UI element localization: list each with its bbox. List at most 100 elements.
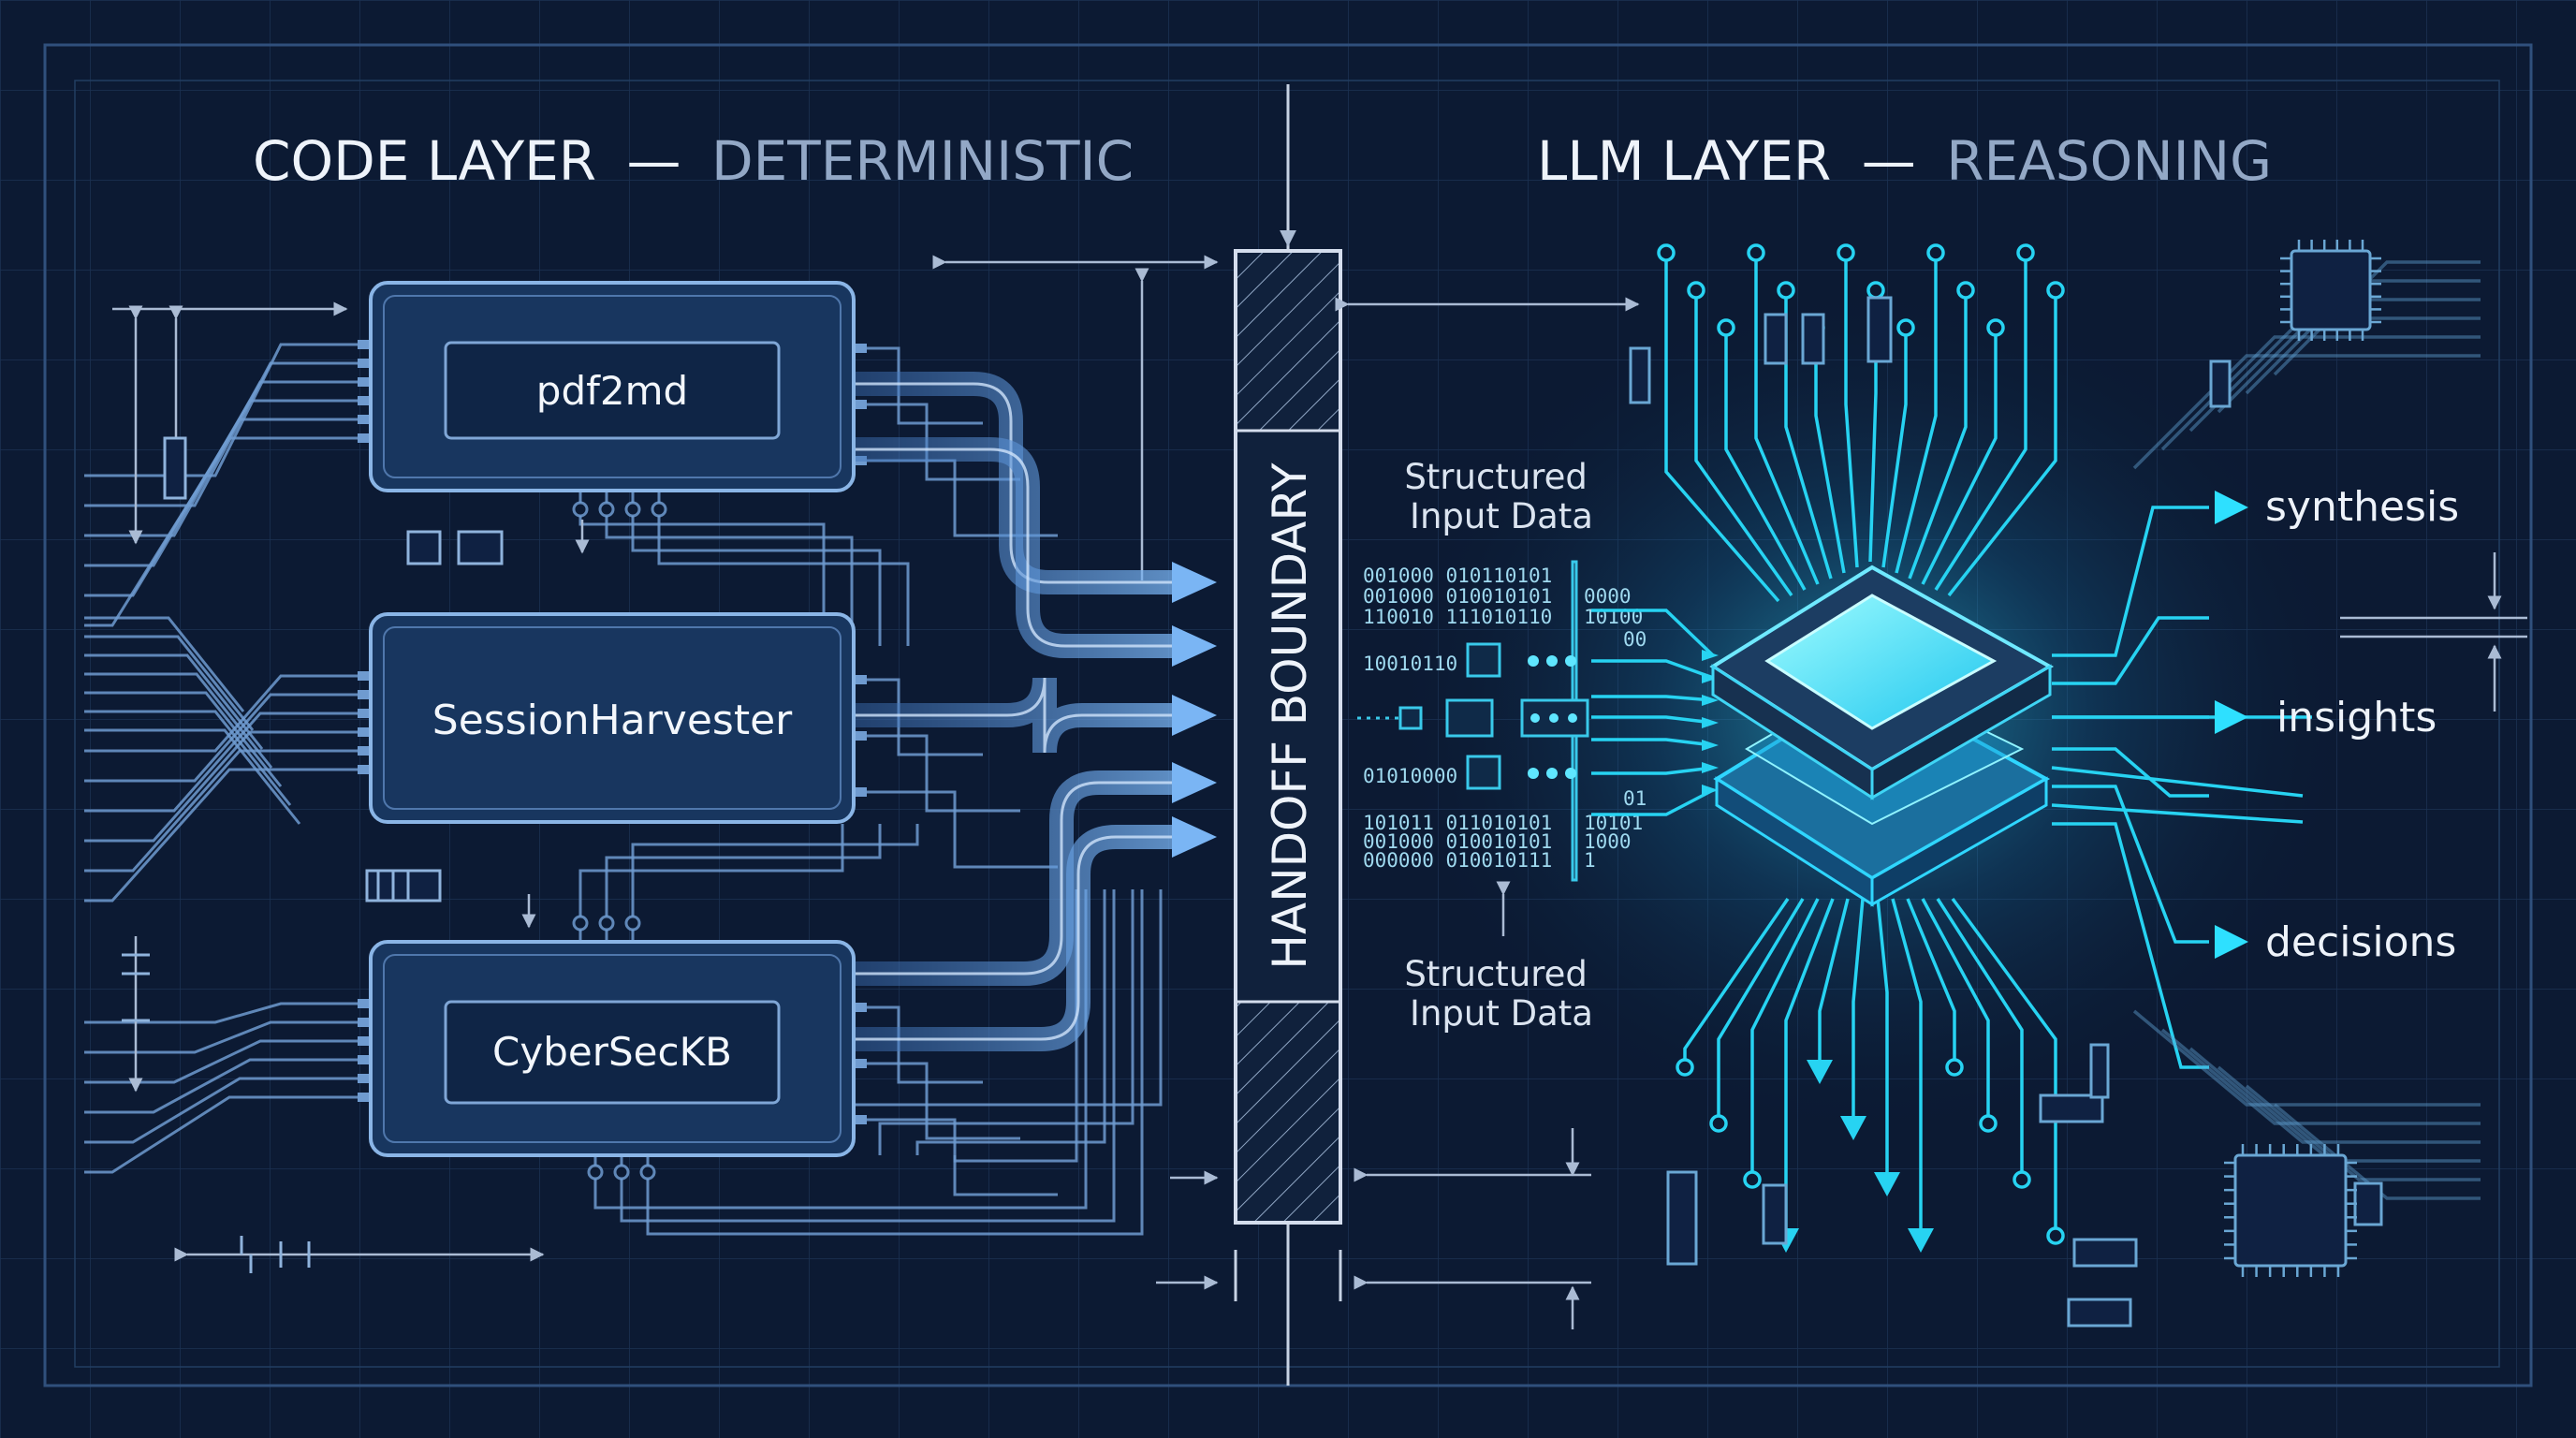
llm-output-trace (2052, 747, 2209, 798)
binary-side-line: 1 (1584, 849, 1596, 872)
input-label-bottom-line1: Structured (1404, 954, 1588, 994)
llm-output-trace (2052, 616, 2209, 685)
trace-line (84, 728, 301, 825)
llm-output-trace (2052, 506, 2209, 657)
handoff-arrow-head (1172, 762, 1217, 803)
trace-terminal (2046, 281, 2065, 300)
trace-terminal (1687, 281, 1705, 300)
input-label-bottom-line2: Input Data (1410, 993, 1593, 1034)
pin (358, 727, 369, 737)
via (598, 501, 615, 518)
via (598, 915, 615, 932)
decisions-arrow-icon (2215, 925, 2248, 959)
pin (856, 400, 867, 409)
pin (358, 359, 369, 368)
llm-input-trace (1591, 659, 1714, 680)
right-components (1629, 249, 2383, 1328)
module-label: CyberSecKB (492, 1029, 732, 1075)
llm-trace (1936, 898, 2024, 1180)
trace-line (620, 889, 1116, 1223)
pin (358, 1036, 369, 1046)
trace-line (578, 824, 844, 942)
llm-output-trace (2052, 785, 2209, 944)
handoff-boundary: HANDOFF BOUNDARY (1234, 84, 1342, 1386)
trace-arrow (1807, 1060, 1833, 1084)
binary-line: 001000 010010101 (1363, 585, 1552, 608)
trace-terminal (1709, 1114, 1728, 1133)
pin (856, 675, 867, 684)
llm-layer-title: LLM LAYER (1537, 129, 1831, 193)
trace-terminal (1945, 1058, 1964, 1077)
llm-trace (1947, 290, 2057, 597)
via (572, 915, 589, 932)
trace-line (84, 712, 371, 813)
trace-terminal (1956, 281, 1975, 300)
handoff-arrow-head (1172, 562, 1217, 603)
trace-line (854, 734, 1020, 813)
module-pdf2md: pdf2md (369, 281, 856, 492)
boundary-label: HANDOFF BOUNDARY (1263, 462, 1317, 970)
pin (358, 1093, 369, 1102)
llm-trace (1891, 898, 1923, 1236)
trace-line (84, 749, 371, 873)
trace-line (915, 889, 1106, 1155)
insights-arrow-icon (2215, 700, 2248, 734)
pin (358, 415, 369, 424)
llm-output-trace (2052, 822, 2209, 1069)
via (613, 1164, 630, 1181)
left-components (122, 436, 504, 1273)
binary-data-block: 001000 010110101 001000 010010101 110010… (1363, 565, 1647, 872)
input-arrow (1702, 762, 1719, 773)
output-synthesis: synthesis (2215, 483, 2459, 531)
trace-line (84, 693, 371, 783)
code-layer-heading: CODE LAYER — DETERMINISTIC (253, 129, 1134, 193)
trace-line (84, 653, 264, 750)
trace-arrow (1908, 1228, 1934, 1253)
pin (358, 709, 369, 718)
module-cyberseckb: CyberSecKB (369, 940, 856, 1157)
llm-input-trace (1591, 766, 1714, 775)
input-arrow (1702, 672, 1719, 683)
trace-terminal (1896, 318, 1915, 337)
pin (856, 344, 867, 353)
llm-trace (1844, 253, 1859, 568)
llm-trace (1750, 898, 1820, 1180)
trace-line (84, 672, 273, 769)
trace-terminal (1747, 243, 1765, 262)
binary-side-line: 01 (1623, 787, 1647, 810)
background-trace (2132, 1009, 2481, 1107)
trace-line (84, 730, 371, 843)
trace-line (657, 491, 910, 646)
llm-output-trace (2051, 803, 2304, 824)
code-layer-subtitle: DETERMINISTIC (711, 129, 1134, 193)
llm-trace (1881, 328, 1908, 568)
llm-input-trace (1591, 695, 1714, 702)
trace-line (605, 824, 882, 942)
binary-side-line: 00 (1623, 628, 1647, 651)
trace-terminal (1979, 1114, 1998, 1133)
trace-line (854, 790, 1058, 869)
trace-arrow (1874, 1172, 1900, 1196)
llm-output-trace (2051, 766, 2304, 798)
trace-line (84, 635, 255, 731)
input-label-bottom: Structured Input Data (1404, 954, 1598, 1034)
trace-terminal (1926, 243, 1945, 262)
input-arrow (1702, 695, 1719, 706)
binary-side-line: 1000 (1584, 830, 1632, 853)
input-label-top-line1: Structured (1404, 457, 1588, 497)
trace-terminal (1676, 1058, 1694, 1077)
left-circuit-traces (84, 340, 1163, 1236)
input-arrow (1702, 740, 1719, 751)
pin (358, 1018, 369, 1027)
right-dimension-marks (1335, 297, 2527, 1329)
left-dimension-marks (112, 255, 1219, 1290)
handoff-arrow-edge (854, 448, 1175, 648)
trace-terminal (1657, 243, 1676, 262)
trace-terminal (1986, 318, 2005, 337)
pin (358, 671, 369, 681)
module-label: SessionHarvester (432, 697, 793, 744)
handoff-arrow-edge (854, 835, 1175, 1041)
llm-trace (1921, 898, 1990, 1123)
llm-layer-dash: — (1862, 129, 1916, 193)
llm-trace (1908, 290, 1968, 580)
